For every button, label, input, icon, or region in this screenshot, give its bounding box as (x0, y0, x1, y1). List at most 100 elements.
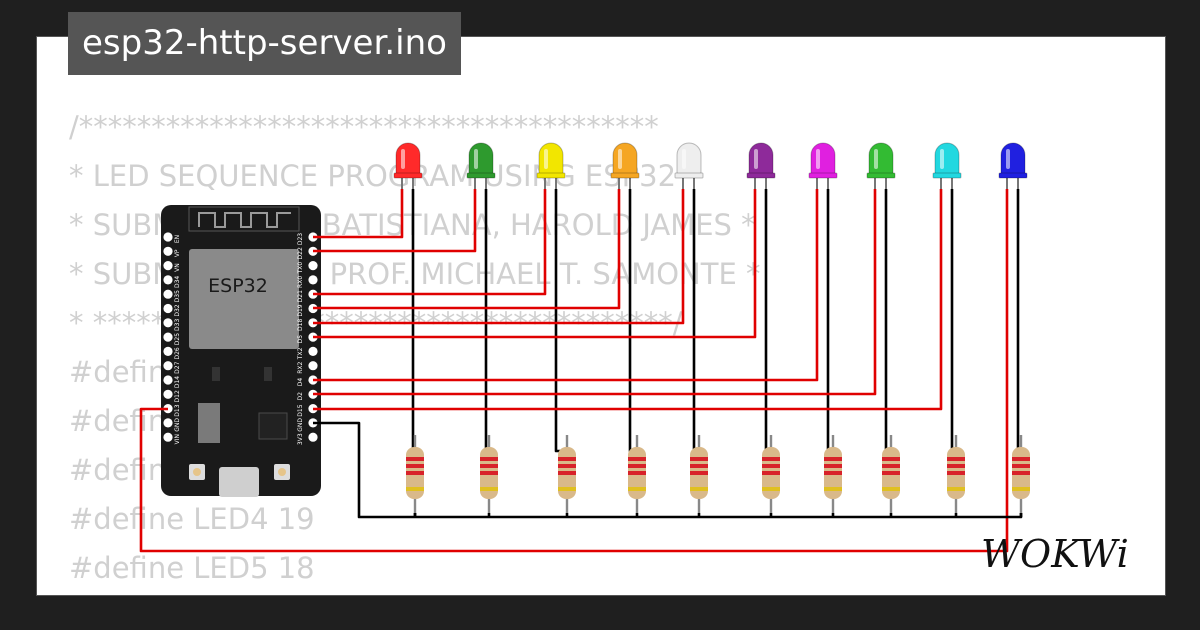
leds (393, 142, 1028, 189)
resistor-3[interactable] (558, 435, 576, 513)
resistor-2[interactable] (480, 435, 498, 513)
pin-hole[interactable] (163, 346, 173, 356)
chip-label: ESP32 (208, 275, 268, 297)
led-highlight (544, 149, 548, 169)
esp32-module (189, 249, 299, 349)
pin-label: GND (174, 418, 181, 432)
resistor-band (762, 471, 780, 475)
led-highlight (940, 149, 944, 169)
boot-button-cap (278, 468, 286, 476)
pin-hole[interactable] (163, 303, 173, 314)
resistor-band (762, 487, 780, 491)
ground-wire (554, 189, 567, 453)
pin-label: D35 (174, 290, 181, 302)
resistor-band (406, 457, 424, 461)
signal-wire (313, 189, 943, 411)
ground-wire (1016, 189, 1021, 453)
led-green[interactable] (466, 142, 496, 189)
led-base (998, 172, 1028, 179)
pin-label: VIN (174, 434, 181, 444)
pin-label: D22 (297, 247, 304, 259)
pin-label: TX2 (297, 347, 304, 360)
pin-hole[interactable] (163, 232, 173, 242)
led-yellow[interactable] (536, 142, 566, 189)
led-base (536, 172, 566, 179)
resistor-band (824, 457, 842, 461)
resistor-band (406, 487, 424, 491)
pin-hole[interactable] (163, 389, 173, 399)
resistor-band (947, 487, 965, 491)
pin-hole[interactable] (163, 275, 173, 285)
pin-hole[interactable] (163, 289, 173, 299)
resistor-band (628, 471, 646, 475)
resistor-5[interactable] (690, 435, 708, 513)
pin-hole[interactable] (163, 418, 173, 428)
pin-label: D27 (174, 361, 181, 373)
resistor-1[interactable] (406, 435, 424, 513)
resistor-band (824, 471, 842, 475)
wokwi-logo: WOKWi (981, 532, 1129, 576)
resistor-band (882, 464, 900, 468)
right-pin-header: D23D22TX0RX0D21D19D18D5TX2RX2D4D2D15GND3… (297, 232, 318, 445)
pin-hole[interactable] (163, 318, 173, 328)
pin-hole[interactable] (308, 275, 318, 285)
resistor-band (628, 457, 646, 461)
esp32-board[interactable]: ESP32 ENVPVND34D35D32D33D25D26D27D14D12D… (161, 205, 321, 497)
pin-hole[interactable] (308, 346, 318, 356)
resistor-band (406, 464, 424, 468)
led-bulb (538, 142, 564, 176)
ground-wire (628, 189, 637, 453)
code-line: /***************************************… (69, 110, 659, 144)
pin-label: GND (297, 418, 304, 432)
resistor-7[interactable] (824, 435, 842, 513)
pin-hole[interactable] (308, 261, 318, 271)
pin-hole[interactable] (163, 332, 173, 342)
en-button-cap (193, 468, 201, 476)
led-base (674, 172, 704, 179)
pin-label: D23 (297, 233, 304, 245)
usb-port (219, 467, 259, 497)
file-title-tab[interactable]: esp32-http-server.ino (68, 12, 461, 75)
resistor-10[interactable] (1012, 435, 1030, 513)
led-bulb (868, 142, 894, 176)
signal-wire (313, 189, 757, 339)
pin-hole[interactable] (308, 361, 318, 371)
pin-hole[interactable] (163, 246, 173, 256)
led-magenta[interactable] (808, 142, 838, 189)
led-orange[interactable] (610, 142, 640, 189)
pin-hole[interactable] (163, 432, 173, 442)
led-purple[interactable] (746, 142, 776, 189)
led-highlight (618, 149, 622, 169)
pin-hole[interactable] (163, 375, 173, 385)
led-blue[interactable] (998, 142, 1028, 189)
led-highlight (816, 149, 820, 169)
led-bulb (1000, 142, 1026, 176)
resistor-4[interactable] (628, 435, 646, 513)
pin-hole[interactable] (163, 261, 173, 271)
led-red[interactable] (393, 142, 423, 189)
pin-hole[interactable] (308, 432, 318, 442)
voltage-regulator (198, 403, 220, 443)
pin-hole[interactable] (163, 361, 173, 371)
led-lime[interactable] (866, 142, 896, 189)
led-bulb (934, 142, 960, 176)
resistor-band (824, 487, 842, 491)
signal-wire (313, 189, 877, 396)
ground-wire (884, 189, 891, 453)
led-highlight (754, 149, 758, 169)
led-base (466, 172, 496, 179)
resistor-band (558, 487, 576, 491)
resistor-band (947, 457, 965, 461)
resistor-9[interactable] (947, 435, 965, 513)
resistor-band (628, 487, 646, 491)
resistor-band (1012, 487, 1030, 491)
led-base (932, 172, 962, 179)
led-bulb (676, 142, 702, 176)
resistor-6[interactable] (762, 435, 780, 513)
resistor-8[interactable] (882, 435, 900, 513)
led-cyan[interactable] (932, 142, 962, 189)
resistor-band (762, 464, 780, 468)
led-white[interactable] (674, 142, 704, 189)
resistor-band (882, 457, 900, 461)
resistor-band (480, 457, 498, 461)
